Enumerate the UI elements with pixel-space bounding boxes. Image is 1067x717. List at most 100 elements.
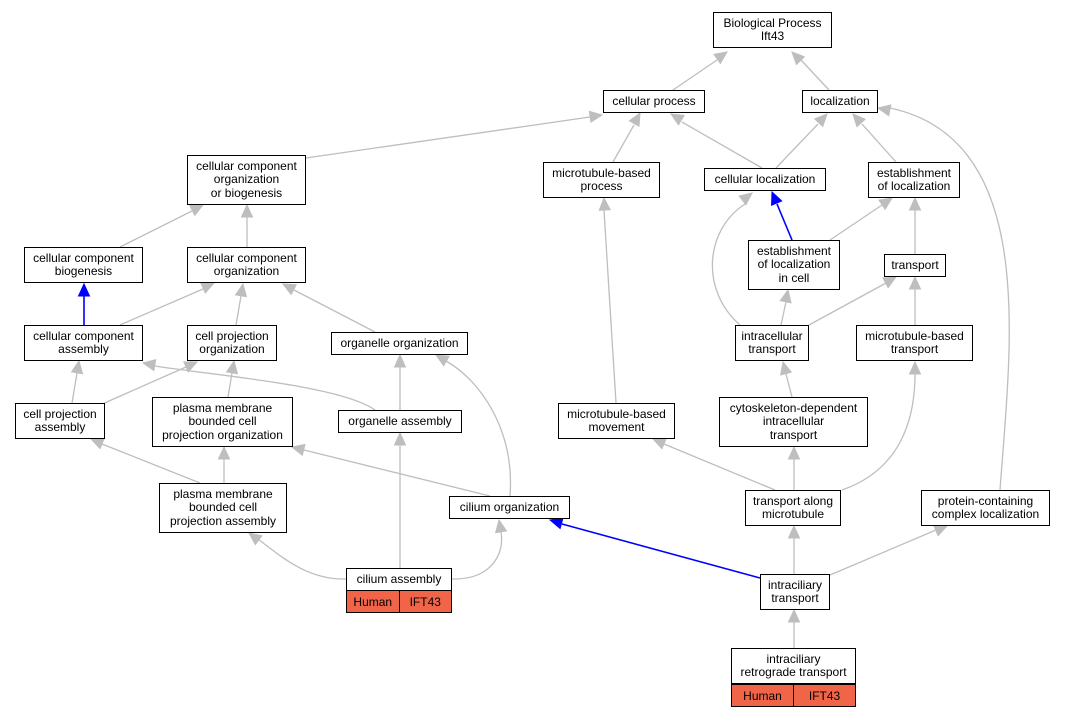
edge-cc-biogenesis-to-ccob-arrowhead <box>189 204 205 217</box>
edge-cp-organization-to-cc-organization <box>234 282 248 326</box>
edge-intraciliary-to-protein-complex-line <box>829 529 937 576</box>
node-cellular-localization[interactable]: cellular localization <box>704 168 826 191</box>
node-cell-projection-organization[interactable]: cell projection organization <box>187 325 277 361</box>
edge-cilium-assembly-to-cilium-org-arrowhead <box>494 518 508 534</box>
edge-localization-to-root-arrowhead <box>791 51 806 66</box>
edge-cyto-to-intracellular <box>780 360 793 398</box>
node-establishment-of-localization[interactable]: establishment of localization <box>868 162 960 198</box>
node-cellular-component-assembly[interactable]: cellular component assembly <box>24 325 143 361</box>
edge-mt-movement-to-mt-process-line <box>603 209 617 404</box>
node-protein-containing-complex-localization[interactable]: protein-containing complex localization <box>921 490 1050 526</box>
edge-transport-to-est-localization-arrowhead <box>908 196 922 211</box>
edge-intracellular-to-transport-line <box>808 282 887 326</box>
edge-intracellular-to-cell-localization-arrowhead <box>738 192 753 206</box>
node-intracellular-transport[interactable]: intracellular transport <box>735 325 809 361</box>
edge-cilium-org-to-organelle-org-arrowhead <box>434 354 450 367</box>
node-microtubule-based-movement[interactable]: microtubule-based movement <box>558 403 675 439</box>
node-intraciliary-transport[interactable]: intraciliary transport <box>760 574 830 610</box>
edge-cilium-org-to-organelle-org <box>434 354 512 497</box>
edge-mt-movement-to-mt-process-arrowhead <box>598 196 611 211</box>
node-biological-process-ift43[interactable]: Biological Process Ift43 <box>713 12 832 48</box>
node-microtubule-based-process[interactable]: microtubule-based process <box>543 162 660 198</box>
node-intraciliary-retrograde-transport[interactable]: intraciliary retrograde transport <box>731 648 856 684</box>
edge-cell-localization-to-localization-arrowhead <box>813 113 828 128</box>
node-cellular-component-organization[interactable]: cellular component organization <box>187 247 306 283</box>
edge-intracellular-to-est-loc-cell-line <box>780 301 787 326</box>
edge-cc-assembly-to-cc-biogenesis-arrowhead <box>77 282 91 297</box>
edge-cellular-process-to-root <box>672 51 728 91</box>
edge-cilium-assembly-to-pm-assembly-line <box>257 538 347 580</box>
edge-est-localization-to-localization-line <box>861 123 897 163</box>
edge-est-loc-cell-to-est-localization <box>829 197 893 241</box>
edge-intracellular-to-transport <box>808 276 898 326</box>
node-transport[interactable]: transport <box>884 254 946 277</box>
edge-cp-organization-to-cc-organization-line <box>235 295 242 326</box>
node-localization[interactable]: localization <box>802 90 878 113</box>
edge-pm-org-to-cp-organization-line <box>227 372 233 398</box>
edge-cp-assembly-to-cc-assembly <box>70 359 84 404</box>
edge-pm-assembly-to-cp-assembly-arrowhead <box>89 437 105 450</box>
node-cellular-component-organization-or-biogenesis[interactable]: cellular component organization or bioge… <box>187 155 306 205</box>
node-cellular-component-biogenesis[interactable]: cellular component biogenesis <box>24 247 143 283</box>
edge-pm-assembly-to-pm-org-arrowhead <box>217 445 231 460</box>
node-cell-projection-assembly[interactable]: cell projection assembly <box>15 403 105 439</box>
edge-intraciliary-to-transport-mt-arrowhead <box>787 524 801 539</box>
edge-pm-assembly-to-pm-org <box>217 445 231 483</box>
edge-protein-complex-to-localization-arrowhead <box>876 104 892 117</box>
node-cilium-assembly[interactable]: cilium assembly <box>346 568 452 591</box>
edge-transport-mt-to-cyto-arrowhead <box>787 445 801 460</box>
node-cilium-organization[interactable]: cilium organization <box>449 496 570 519</box>
edge-localization-to-root <box>791 51 830 91</box>
node-cytoskeleton-dependent-intracellular-transport[interactable]: cytoskeleton-dependent intracellular tra… <box>719 397 868 447</box>
edge-mt-transport-to-transport <box>908 275 922 325</box>
node-plasma-membrane-bounded-cell-projection-assembly[interactable]: plasma membrane bounded cell projection … <box>159 483 287 533</box>
edge-intracellular-to-cell-localization-line <box>711 203 746 326</box>
node-plasma-membrane-bounded-cell-projection-organization[interactable]: plasma membrane bounded cell projection … <box>152 397 293 447</box>
edge-cp-assembly-to-cc-assembly-arrowhead <box>70 359 84 375</box>
edge-cilium-assembly-to-organelle-assembly-arrowhead <box>393 431 407 446</box>
edge-cell-localization-to-cellular-process <box>669 113 763 169</box>
edge-est-loc-cell-to-cell-localization-arrowhead <box>771 190 783 206</box>
edge-cc-biogenesis-to-ccob-line <box>119 210 193 248</box>
edge-transport-mt-to-mt-transport-arrowhead <box>908 360 922 375</box>
edge-organelle-org-to-cc-organization <box>281 283 376 333</box>
edge-mt-process-to-cellular-process-arrowhead <box>628 111 641 127</box>
edge-cyto-to-intracellular-arrowhead <box>780 360 793 376</box>
node-establishment-of-localization-in-cell[interactable]: establishment of localization in cell <box>748 240 840 290</box>
edge-cellular-process-to-root-arrowhead <box>713 51 728 65</box>
edge-est-localization-to-localization <box>852 113 897 163</box>
edge-transport-mt-to-mt-transport <box>841 360 922 491</box>
edge-cilium-org-to-pm-org-line <box>303 449 491 497</box>
edge-cc-assembly-to-cc-organization-arrowhead <box>200 282 216 294</box>
edge-pm-org-to-cp-organization-arrowhead <box>225 359 239 375</box>
edge-transport-to-est-localization <box>908 196 922 254</box>
edge-cilium-org-to-organelle-org-line <box>445 360 512 497</box>
node-organelle-assembly[interactable]: organelle assembly <box>338 410 462 433</box>
node-microtubule-based-transport[interactable]: microtubule-based transport <box>856 325 973 361</box>
edge-localization-to-root-line <box>800 59 830 91</box>
node-cellular-process[interactable]: cellular process <box>603 90 705 113</box>
edge-cell-localization-to-cellular-process-line <box>681 121 763 169</box>
edge-est-localization-to-localization-arrowhead <box>852 113 867 128</box>
edge-est-loc-cell-to-cell-localization <box>771 190 793 241</box>
edge-ccob-to-cellular-process <box>305 110 604 159</box>
edge-cilium-assembly-to-cilium-org-line <box>451 531 503 580</box>
edge-organelle-assembly-to-organelle-org-arrowhead <box>393 353 407 368</box>
edge-cellular-process-to-root-line <box>672 59 718 91</box>
edge-transport-mt-to-cyto <box>787 445 801 490</box>
edge-cell-localization-to-localization-line <box>775 123 819 169</box>
edge-cp-organization-to-cc-organization-arrowhead <box>234 282 248 298</box>
edge-cp-assembly-to-cc-assembly-line <box>71 372 78 404</box>
edges <box>70 51 1010 648</box>
annotation-badge-cilium-assembly: Human IFT43 <box>346 590 452 613</box>
edge-intraciliary-to-transport-mt <box>787 524 801 574</box>
edge-cilium-assembly-to-cilium-org <box>451 518 508 580</box>
node-organelle-organization[interactable]: organelle organization <box>331 332 468 355</box>
edge-pm-assembly-to-cp-assembly <box>89 437 201 484</box>
annotation-badge-intraciliary-retrograde: Human IFT43 <box>731 684 856 707</box>
node-transport-along-microtubule[interactable]: transport along microtubule <box>745 490 841 526</box>
edge-cc-organization-to-ccob-arrowhead <box>240 203 254 218</box>
edge-ccob-to-cellular-process-arrowhead <box>588 110 604 124</box>
edge-protein-complex-to-localization-line <box>889 107 1010 491</box>
